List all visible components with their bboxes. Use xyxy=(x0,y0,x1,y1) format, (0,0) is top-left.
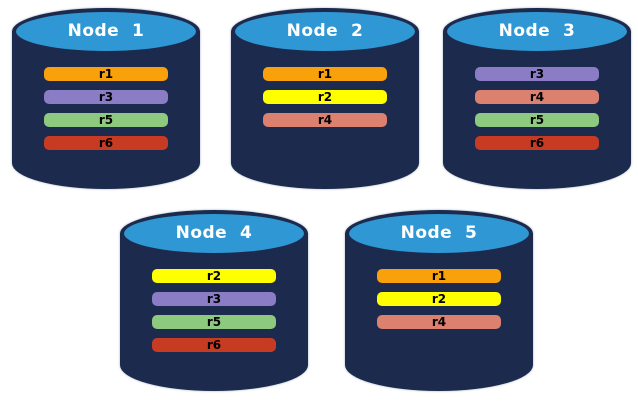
replica-list: r1 r2 r4 xyxy=(263,67,387,127)
replica-bar-r1: r1 xyxy=(44,67,168,81)
replica-bar-r5: r5 xyxy=(152,315,276,329)
replica-bar-r6: r6 xyxy=(44,136,168,150)
replica-bar-r2: r2 xyxy=(152,269,276,283)
cylinder-top-ellipse: Node 1 xyxy=(12,8,200,55)
replica-list: r1 r2 r4 xyxy=(377,269,501,329)
replica-bar-r3: r3 xyxy=(44,90,168,104)
cylinder-body xyxy=(12,31,200,189)
cylinder-body xyxy=(231,31,419,189)
replica-bar-r1: r1 xyxy=(377,269,501,283)
node-5-cylinder: Node 5 r1 r2 r4 xyxy=(345,210,533,391)
cylinder-body xyxy=(345,233,533,391)
replica-list: r1 r3 r5 r6 xyxy=(44,67,168,150)
node-3-cylinder: Node 3 r3 r4 r5 r6 xyxy=(443,8,631,189)
cylinder-body xyxy=(120,233,308,391)
replica-bar-r4: r4 xyxy=(377,315,501,329)
node-title: Node 2 xyxy=(286,20,364,41)
cylinder-top-ellipse: Node 4 xyxy=(120,210,308,257)
node-1-cylinder: Node 1 r1 r3 r5 r6 xyxy=(12,8,200,189)
replica-list: r3 r4 r5 r6 xyxy=(475,67,599,150)
node-2-cylinder: Node 2 r1 r2 r4 xyxy=(231,8,419,189)
cylinder-top-ellipse: Node 5 xyxy=(345,210,533,257)
replica-list: r2 r3 r5 r6 xyxy=(152,269,276,352)
node-4-cylinder: Node 4 r2 r3 r5 r6 xyxy=(120,210,308,391)
node-title: Node 5 xyxy=(400,222,478,243)
cylinder-body xyxy=(443,31,631,189)
node-title: Node 3 xyxy=(498,20,576,41)
replica-bar-r3: r3 xyxy=(152,292,276,306)
cylinder-top-ellipse: Node 3 xyxy=(443,8,631,55)
replica-bar-r2: r2 xyxy=(263,90,387,104)
replica-bar-r1: r1 xyxy=(263,67,387,81)
replica-bar-r4: r4 xyxy=(475,90,599,104)
node-title: Node 4 xyxy=(175,222,253,243)
replica-bar-r5: r5 xyxy=(475,113,599,127)
cylinder-top-ellipse: Node 2 xyxy=(231,8,419,55)
replica-bar-r4: r4 xyxy=(263,113,387,127)
replica-bar-r5: r5 xyxy=(44,113,168,127)
replica-bar-r2: r2 xyxy=(377,292,501,306)
node-title: Node 1 xyxy=(67,20,145,41)
replica-bar-r3: r3 xyxy=(475,67,599,81)
replica-bar-r6: r6 xyxy=(152,338,276,352)
replica-bar-r6: r6 xyxy=(475,136,599,150)
